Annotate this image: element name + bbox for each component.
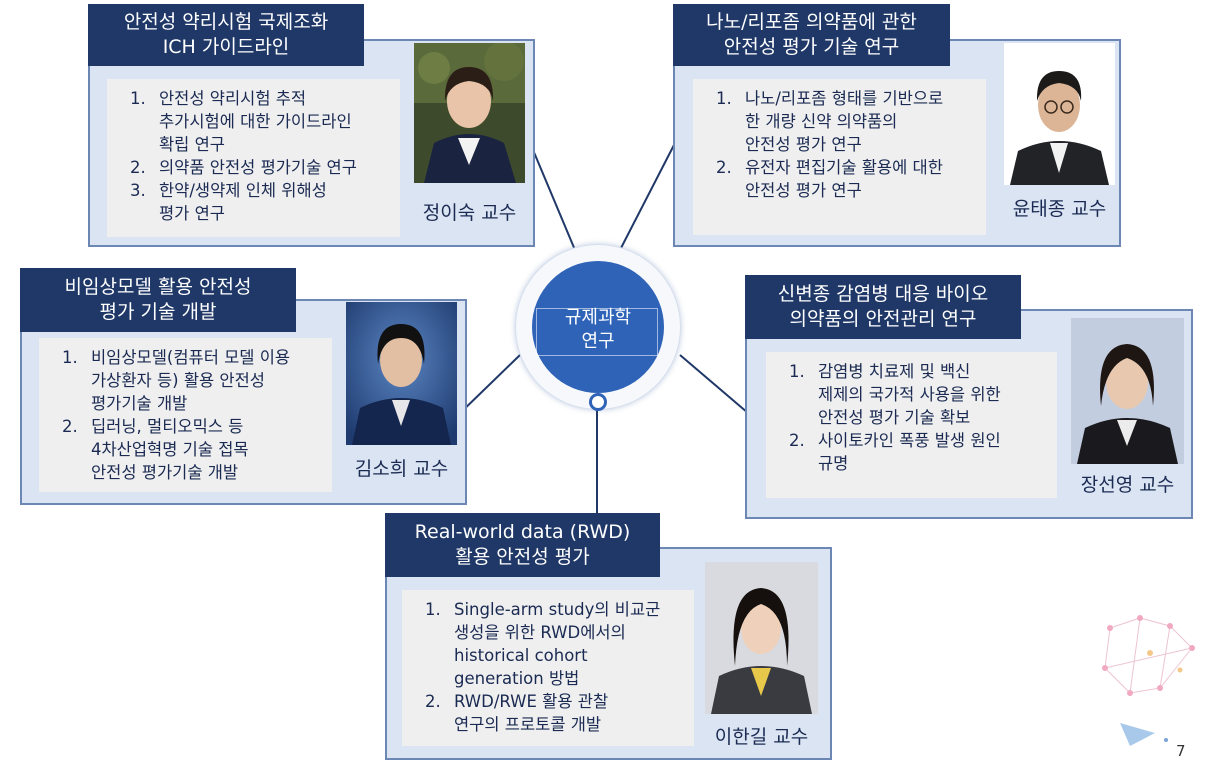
professor-name-1: 정이숙 교수 bbox=[422, 202, 517, 224]
list-item: Single-arm study의 비교군 생성을 위한 RWD에서의 hist… bbox=[446, 598, 688, 690]
topic-list-4: 감염병 치료제 및 백신 제제의 국가적 사용을 위한 안전성 평가 기술 확보… bbox=[778, 360, 1051, 475]
list-item: 감염병 치료제 및 백신 제제의 국가적 사용을 위한 안전성 평가 기술 확보 bbox=[810, 360, 1051, 429]
list-item: 사이토카인 폭풍 발생 원인 규명 bbox=[810, 429, 1051, 475]
topic-title-text: Real-world data (RWD) 활용 안전성 평가 bbox=[414, 521, 631, 568]
professor-photo-3 bbox=[346, 302, 457, 445]
connector-line-4 bbox=[679, 354, 749, 414]
list-item: 의약품 안전성 평가기술 연구 bbox=[151, 156, 394, 179]
center-hub-label: 규제과학 연구 bbox=[564, 307, 632, 352]
professor-photo-5 bbox=[705, 562, 818, 714]
topic-title-3: 비임상모델 활용 안전성 평가 기술 개발 bbox=[20, 268, 296, 332]
list-item: RWD/RWE 활용 관찰 연구의 프로토콜 개발 bbox=[446, 690, 688, 736]
professor-photo-1 bbox=[414, 43, 525, 183]
list-item: 비임상모델(컴퓨터 모델 이용 가상환자 등) 활용 안전성 평가기술 개발 bbox=[83, 346, 326, 415]
professor-name-2: 윤태종 교수 bbox=[1012, 198, 1107, 220]
topic-list-1: 안전성 약리시험 추적 추가시험에 대한 가이드라인 확립 연구 의약품 안전성… bbox=[119, 87, 394, 225]
list-item: 안전성 약리시험 추적 추가시험에 대한 가이드라인 확립 연구 bbox=[151, 87, 394, 156]
professor-name-5: 이한길 교수 bbox=[714, 726, 809, 748]
professor-photo-2 bbox=[1004, 43, 1115, 185]
topic-list-2: 나노/리포좀 형태를 기반으로 한 개량 신약 의약품의 안전성 평가 연구 유… bbox=[705, 87, 980, 202]
topic-title-text: 나노/리포좀 의약품에 관한 안전성 평가 기술 연구 bbox=[706, 11, 917, 58]
topic-list-3: 비임상모델(컴퓨터 모델 이용 가상환자 등) 활용 안전성 평가기술 개발 딥… bbox=[51, 346, 326, 484]
topic-panel-5: Single-arm study의 비교군 생성을 위한 RWD에서의 hist… bbox=[402, 590, 694, 746]
professor-photo-4 bbox=[1071, 318, 1184, 464]
list-item: 한약/생약제 인체 위해성 평가 연구 bbox=[151, 179, 394, 225]
topic-title-text: 안전성 약리시험 국제조화 ICH 가이드라인 bbox=[123, 11, 329, 58]
topic-panel-1: 안전성 약리시험 추적 추가시험에 대한 가이드라인 확립 연구 의약품 안전성… bbox=[107, 79, 400, 237]
topic-title-5: Real-world data (RWD) 활용 안전성 평가 bbox=[385, 513, 660, 577]
professor-name-3: 김소희 교수 bbox=[354, 458, 449, 480]
page-number: 7 bbox=[1176, 742, 1186, 760]
list-item: 나노/리포좀 형태를 기반으로 한 개량 신약 의약품의 안전성 평가 연구 bbox=[737, 87, 980, 156]
professor-name-4: 장선영 교수 bbox=[1080, 474, 1175, 496]
topic-title-text: 비임상모델 활용 안전성 평가 기술 개발 bbox=[64, 276, 252, 323]
list-item: 딥러닝, 멀티오믹스 등 4차산업혁명 기술 접목 안전성 평가기술 개발 bbox=[83, 415, 326, 484]
connector-line-2 bbox=[619, 142, 676, 251]
list-item: 유전자 편집기술 활용에 대한 안전성 평가 연구 bbox=[737, 156, 980, 202]
center-hub-frame bbox=[536, 308, 658, 356]
topic-title-2: 나노/리포좀 의약품에 관한 안전성 평가 기술 연구 bbox=[673, 4, 950, 66]
center-hub-dot bbox=[589, 393, 607, 411]
topic-list-5: Single-arm study의 비교군 생성을 위한 RWD에서의 hist… bbox=[414, 598, 688, 736]
topic-panel-4: 감염병 치료제 및 백신 제제의 국가적 사용을 위한 안전성 평가 기술 확보… bbox=[766, 352, 1057, 498]
topic-panel-3: 비임상모델(컴퓨터 모델 이용 가상환자 등) 활용 안전성 평가기술 개발 딥… bbox=[39, 338, 332, 492]
center-hub bbox=[532, 261, 664, 393]
connector-line-1 bbox=[527, 137, 576, 251]
network-logo-icon bbox=[1102, 615, 1195, 746]
topic-panel-2: 나노/리포좀 형태를 기반으로 한 개량 신약 의약품의 안전성 평가 연구 유… bbox=[693, 79, 986, 235]
topic-title-1: 안전성 약리시험 국제조화 ICH 가이드라인 bbox=[88, 4, 364, 66]
topic-title-text: 신변종 감염병 대응 바이오 의약품의 안전관리 연구 bbox=[777, 283, 989, 330]
topic-title-4: 신변종 감염병 대응 바이오 의약품의 안전관리 연구 bbox=[745, 275, 1021, 339]
